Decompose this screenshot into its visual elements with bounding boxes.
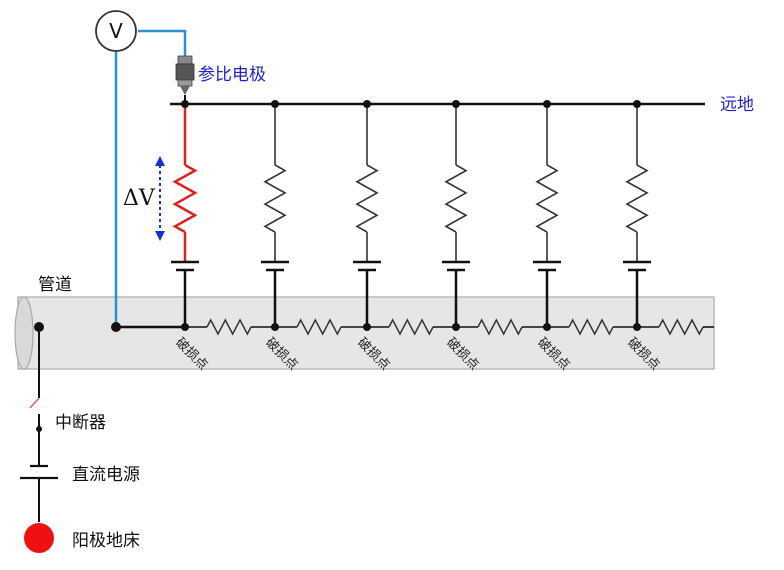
pipe-node xyxy=(543,323,551,331)
soil-resistor xyxy=(263,164,287,233)
voltmeter: V xyxy=(95,10,137,52)
reference-electrode-label: 参比电极 xyxy=(198,65,266,85)
soil-resistor xyxy=(625,164,649,233)
pipe-tap-node xyxy=(111,322,121,332)
pipe-node xyxy=(633,323,641,331)
pipe-node xyxy=(271,323,279,331)
voltmeter-wire-to-electrode xyxy=(138,29,187,56)
interrupter-label: 中断器 xyxy=(55,413,106,433)
pipe-resistor xyxy=(296,318,342,336)
dc-power-label: 直流电源 xyxy=(72,465,140,485)
pipe-resistor xyxy=(477,318,523,336)
bus-node xyxy=(633,100,641,108)
soil-resistor xyxy=(355,164,379,233)
delta-v-label: ΔV xyxy=(123,186,156,211)
pipe-resistor xyxy=(206,318,252,336)
pipe-node xyxy=(452,323,460,331)
pipe-resistor xyxy=(388,318,434,336)
delta-v-arrow xyxy=(155,156,165,241)
bus-node xyxy=(543,100,551,108)
soil-resistor xyxy=(172,163,198,234)
anode-bed-icon xyxy=(24,523,54,553)
drain-tap-node xyxy=(34,322,44,332)
soil-resistor xyxy=(535,164,559,233)
pipe-resistor xyxy=(658,318,704,336)
reference-electrode-icon xyxy=(175,55,195,104)
pipeline-label: 管道 xyxy=(38,275,72,295)
voltmeter-symbol: V xyxy=(109,19,123,43)
bus-node xyxy=(452,100,460,108)
anode-bed-label: 阳极地床 xyxy=(72,531,140,551)
pipe-node xyxy=(363,323,371,331)
pipe-node xyxy=(181,323,189,331)
pipe-resistor xyxy=(568,318,614,336)
bus-node xyxy=(271,100,279,108)
interrupter-switch xyxy=(29,397,42,432)
dc-power-source xyxy=(20,464,58,480)
bus-node xyxy=(363,100,371,108)
remote-earth-label: 远地 xyxy=(720,95,754,115)
soil-resistor xyxy=(444,164,468,233)
bus-node xyxy=(181,100,189,108)
